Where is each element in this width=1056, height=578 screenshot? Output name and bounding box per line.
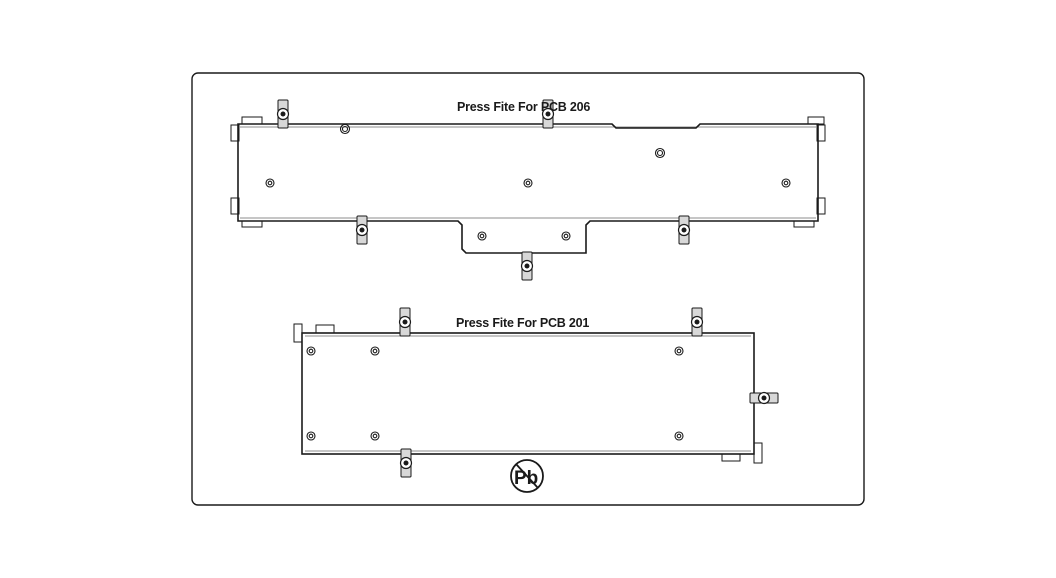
mounting-holes-206 bbox=[265, 123, 791, 241]
toggle-clamp-icon[interactable] bbox=[677, 215, 691, 245]
fixture-pcb-201-outline bbox=[301, 332, 755, 455]
fixture-pcb-206-outline bbox=[237, 123, 819, 254]
toggle-clamp-icon[interactable] bbox=[690, 307, 704, 337]
lead-free-text: Pb bbox=[514, 468, 538, 489]
toggle-clamp-icon[interactable] bbox=[399, 448, 413, 478]
toggle-clamp-icon[interactable] bbox=[355, 215, 369, 245]
toggle-clamp-icon[interactable] bbox=[749, 391, 779, 405]
fixture-pcb-206: Press Fite For PCB 206 bbox=[230, 99, 826, 281]
toggle-clamp-icon[interactable] bbox=[276, 99, 290, 129]
fixture-pcb-201-label: Press Fite For PCB 201 bbox=[456, 316, 589, 330]
toggle-clamp-icon[interactable] bbox=[398, 307, 412, 337]
mounting-holes-201 bbox=[306, 346, 684, 441]
toggle-clamp-icon[interactable] bbox=[520, 251, 534, 281]
fixture-pcb-206-label: Press Fite For PCB 206 bbox=[457, 100, 590, 114]
base-plate bbox=[191, 72, 865, 506]
lead-free-icon: Pb bbox=[510, 459, 544, 493]
toggle-clamp-icon[interactable] bbox=[541, 99, 555, 129]
fixture-pcb-201: Press Fite For PCB 201 bbox=[293, 307, 779, 478]
